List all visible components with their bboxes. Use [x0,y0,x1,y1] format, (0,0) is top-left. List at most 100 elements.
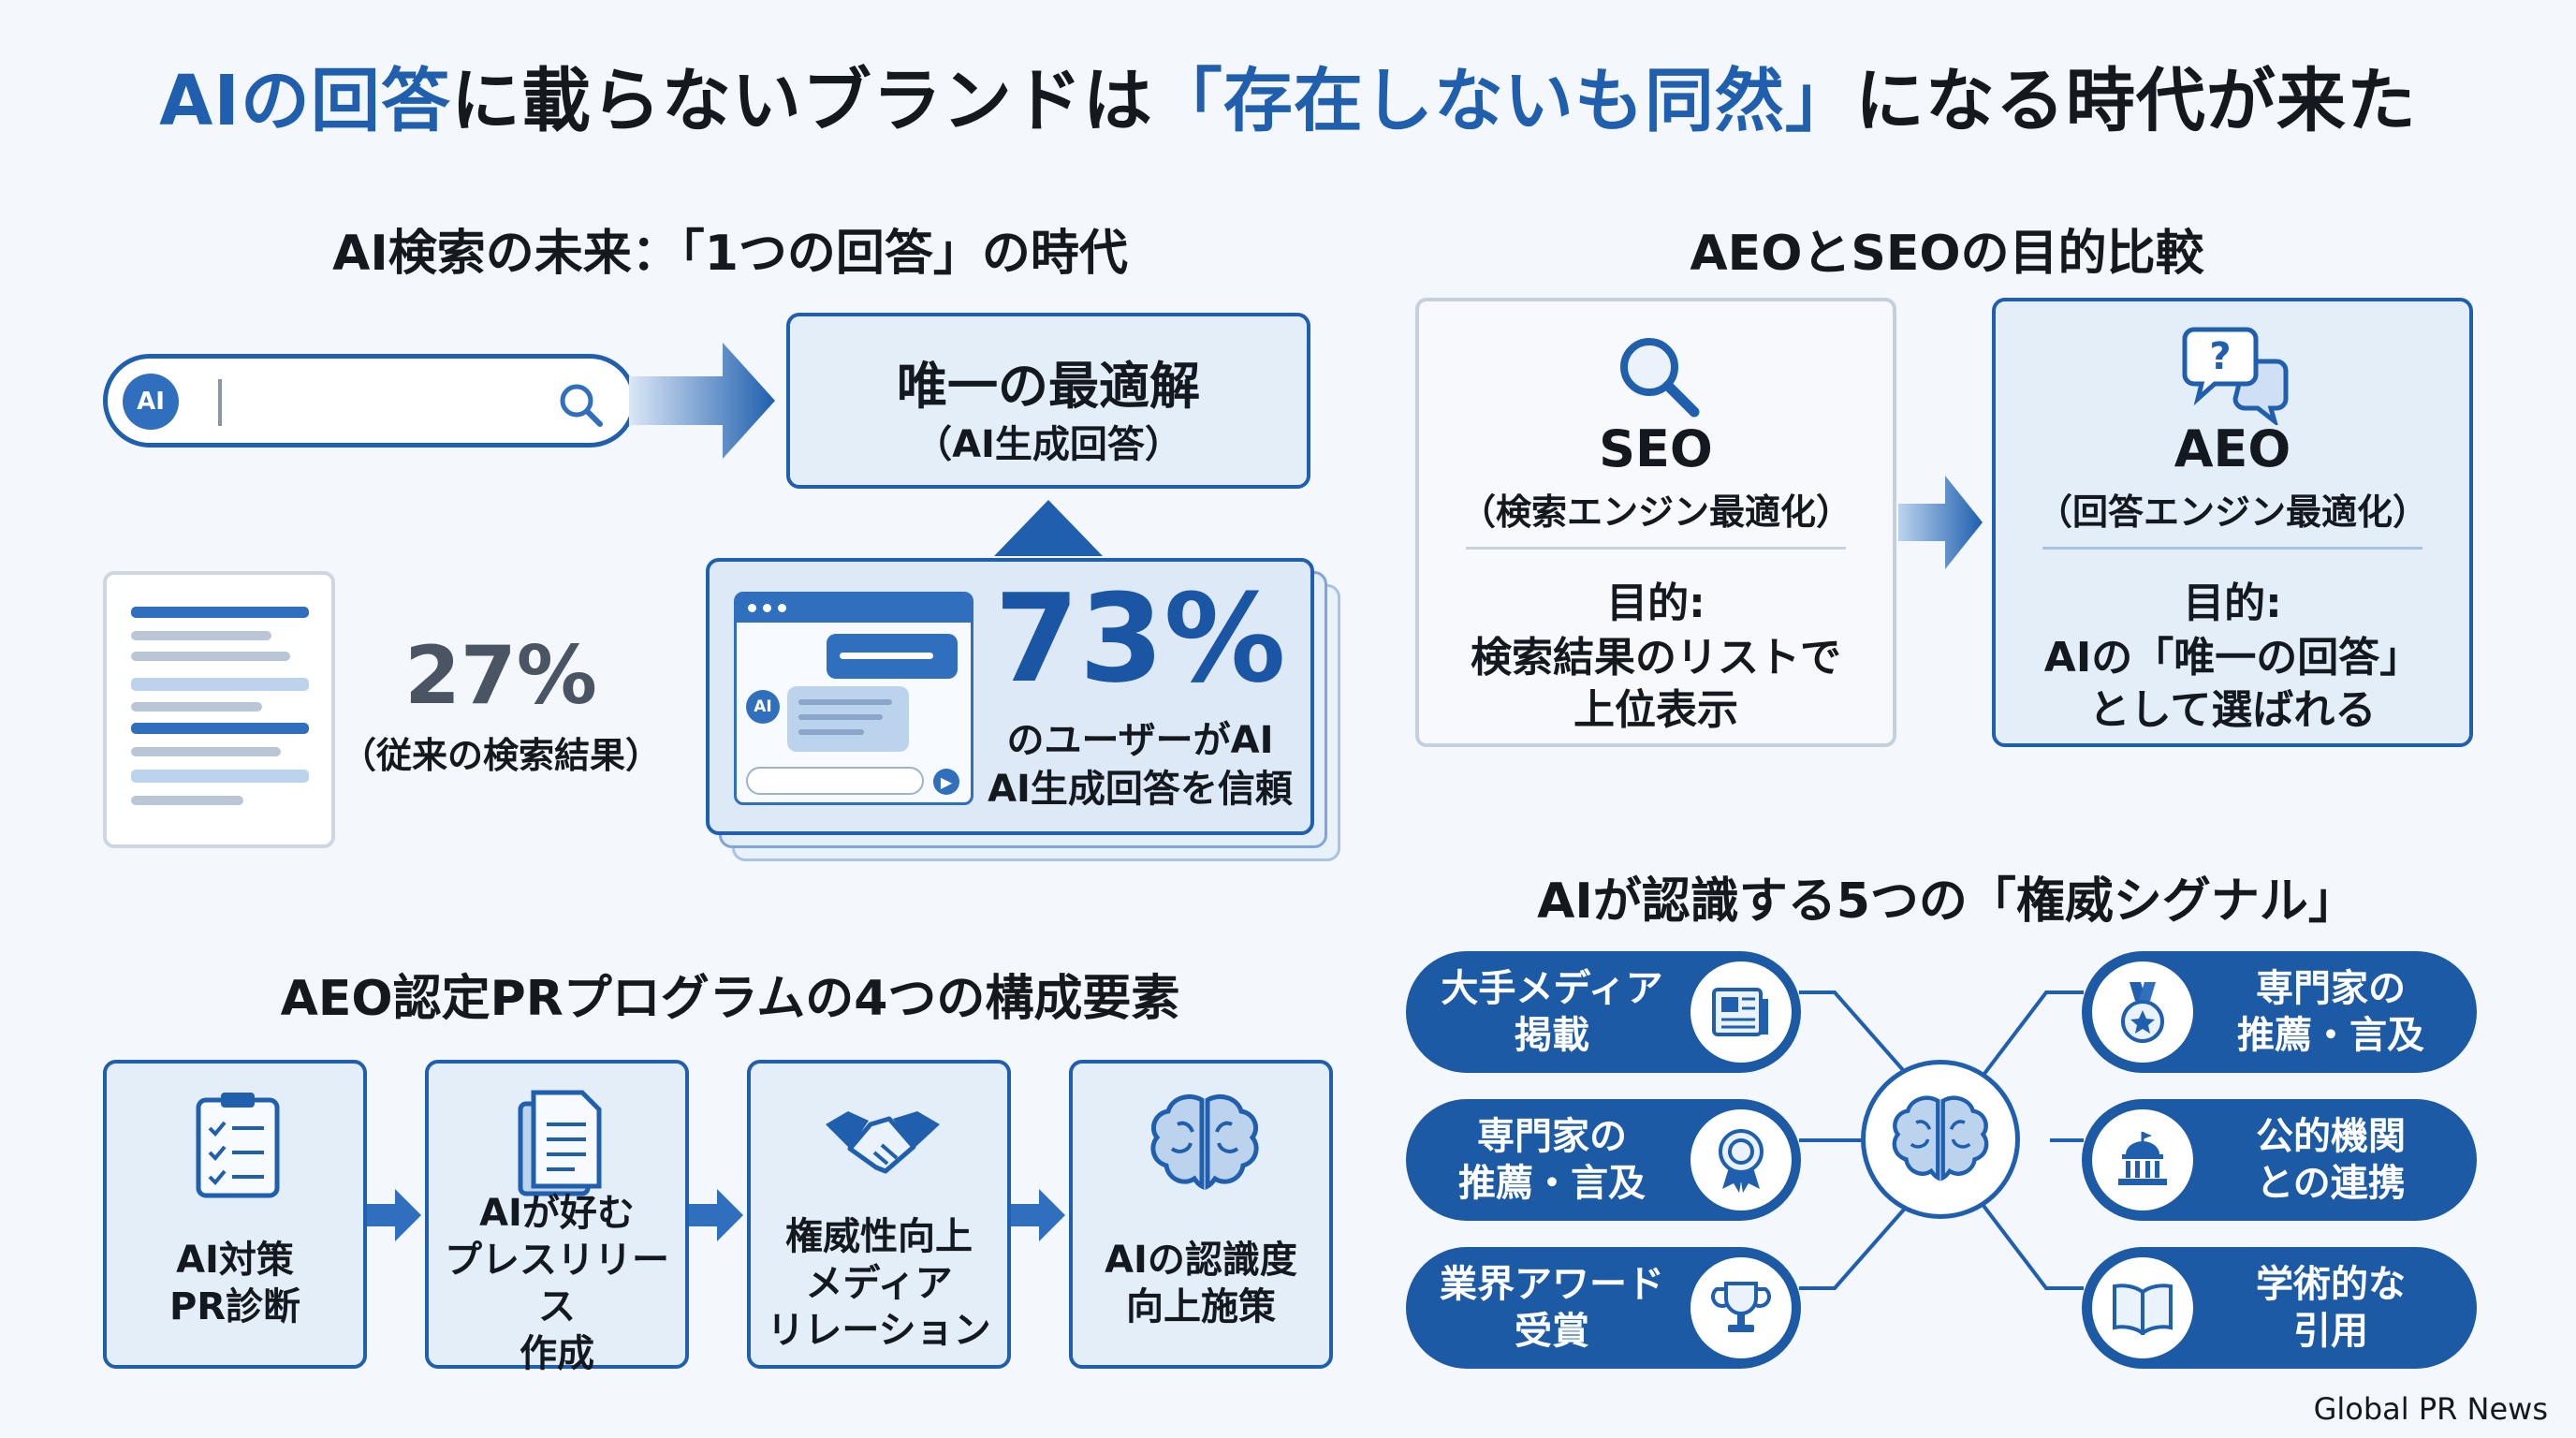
program-step-3-line-3: リレーション [767,1309,991,1352]
program-step-3-line-2: メディア [805,1262,953,1305]
aeo-divider [2042,547,2422,550]
document-icon [518,1090,602,1196]
program-step-1-line-1: AI対策 [176,1239,294,1282]
trust-percent: 73% [994,567,1286,710]
chat-window: AI ▶ [734,592,973,805]
medal-icon [2092,961,2193,1063]
trophy-icon [1690,1257,1792,1358]
aeo-card: ? AEO （回答エンジン最適化） 目的: AIの「唯一の回答」 として選ばれる [1992,298,2473,747]
brain-icon [1150,1094,1259,1191]
signal-industry-award-line-1: 業界アワード [1440,1263,1664,1306]
best-answer-subtitle: （AI生成回答） [915,423,1182,466]
up-arrow-icon [994,500,1103,556]
signal-major-media: 大手メディア掲載 [1406,951,1801,1073]
chat-ai-avatar: AI [746,690,780,724]
seo-purpose-label: 目的: [1606,580,1705,627]
program-step-4: AIの認識度向上施策 [1069,1060,1333,1369]
signal-expert-left-line-1: 専門家の [1477,1115,1627,1158]
newspaper-icon [1690,961,1792,1063]
traditional-label: （従来の検索結果） [340,735,661,776]
ai-logo-icon: AI [123,374,179,430]
ai-logo-label: AI [137,388,165,416]
footer-credit: Global PR News [2313,1391,2548,1427]
seo-card: SEO （検索エンジン最適化） 目的: 検索結果のリストで 上位表示 [1415,298,1896,747]
signal-academic-citation-line-1: 学術的な [2256,1263,2406,1306]
signal-expert-endorsement-right: 専門家の推薦・言及 [2082,951,2477,1073]
send-icon[interactable]: ▶ [933,769,959,795]
government-building-icon [2092,1109,2193,1211]
best-answer-title: 唯一の最適解 [897,357,1200,416]
seo-subtitle: （検索エンジン最適化） [1459,492,1852,533]
svg-text:?: ? [2209,335,2231,378]
title-text-2: になる時代が来た [1854,61,2417,141]
question-chat-icon: ? [2182,327,2289,425]
signal-academic-citation: 学術的な引用 [2082,1247,2477,1369]
signal-expert-right-line-2: 推薦・言及 [2237,1014,2424,1057]
arrow-right-icon [629,343,775,459]
program-step-4-line-2: 向上施策 [1126,1285,1276,1328]
text-cursor [218,379,222,426]
chat-bubble-left [787,686,909,752]
aeo-subtitle: （回答エンジン最適化） [2036,492,2428,533]
title-highlight-1: AIの回答 [159,61,451,141]
chat-bubble-right [827,634,958,679]
results-list-icon [131,607,309,805]
future-heading: AI検索の未来：「1つの回答」の時代 [332,226,1128,282]
signal-public-institution-line-1: 公的機関 [2256,1115,2406,1158]
aeo-purpose-line-2: として選ばれる [2088,686,2377,734]
signal-expert-left-line-2: 推薦・言及 [1458,1162,1646,1205]
program-step-3: 権威性向上メディアリレーション [747,1060,1011,1369]
arrow-right-icon [367,1189,421,1241]
title-text-1: に載らないブランドは [450,61,1153,141]
arrow-right-icon [1898,476,1983,569]
search-icon[interactable] [557,381,606,430]
signal-major-media-line-1: 大手メディア [1441,967,1663,1010]
program-step-4-line-1: AIの認識度 [1105,1239,1297,1282]
traditional-percent: 27% [404,629,597,723]
signal-hub [1861,1060,2020,1219]
ai-answer-stack-card: AI ▶ 73% のユーザーがAI AI生成回答を信頼 [706,558,1314,835]
clipboard-checklist-icon [196,1093,280,1198]
signals-heading: AIが認識する5つの「権威シグナル」 [1537,873,2357,930]
handshake-icon [826,1111,940,1174]
aeo-purpose-line-1: AIの「唯一の回答」 [2043,634,2422,682]
program-step-2: AIが好むプレスリリース作成 [425,1060,689,1375]
search-bar[interactable]: AI [103,354,637,448]
chat-titlebar [737,594,971,623]
signal-expert-endorsement-left: 専門家の推薦・言及 [1406,1099,1801,1221]
signal-academic-citation-line-2: 引用 [2293,1310,2368,1353]
brain-icon [1892,1095,1989,1181]
chat-input[interactable] [746,767,924,795]
signal-public-institution-line-2: との連携 [2256,1162,2406,1205]
signal-expert-right-line-1: 専門家の [2256,967,2406,1010]
trust-line-2: AI生成回答を信頼 [988,768,1293,811]
seo-title: SEO [1599,419,1713,478]
program-step-3-line-1: 権威性向上 [784,1215,973,1258]
signal-major-media-line-2: 掲載 [1514,1014,1589,1057]
arrow-right-icon [689,1189,743,1241]
seo-divider [1466,547,1846,550]
magnifier-icon [1620,338,1700,418]
best-answer-card: 唯一の最適解 （AI生成回答） [786,313,1310,489]
program-step-2-line-3: 作成 [520,1332,594,1375]
title-highlight-2: 「存在しないも同然」 [1152,61,1855,141]
program-step-2-line-1: AIが好む [479,1192,635,1235]
award-ribbon-icon [1690,1109,1792,1211]
search-results-document [103,571,335,848]
compare-heading: AEOとSEOの目的比較 [1690,226,2204,282]
program-heading: AEO認定PRプログラムの4つの構成要素 [280,971,1180,1027]
program-step-2-line-2: プレスリリース [445,1239,669,1328]
signal-public-institution: 公的機関との連携 [2082,1099,2477,1221]
signal-industry-award: 業界アワード受賞 [1406,1247,1801,1369]
signal-industry-award-line-2: 受賞 [1515,1310,1589,1353]
trust-line-1: のユーザーがAI [1006,719,1274,762]
aeo-purpose-label: 目的: [2183,580,2282,627]
arrow-right-icon [1011,1189,1065,1241]
chat-ai-avatar-label: AI [754,697,772,716]
page-title: AIの回答に載らないブランドは「存在しないも同然」になる時代が来た [0,45,2576,145]
seo-purpose-line-1: 検索結果のリストで [1471,634,1841,682]
program-step-1-line-2: PR診断 [168,1285,301,1328]
seo-purpose-line-2: 上位表示 [1573,686,1738,734]
open-book-icon [2092,1257,2193,1358]
